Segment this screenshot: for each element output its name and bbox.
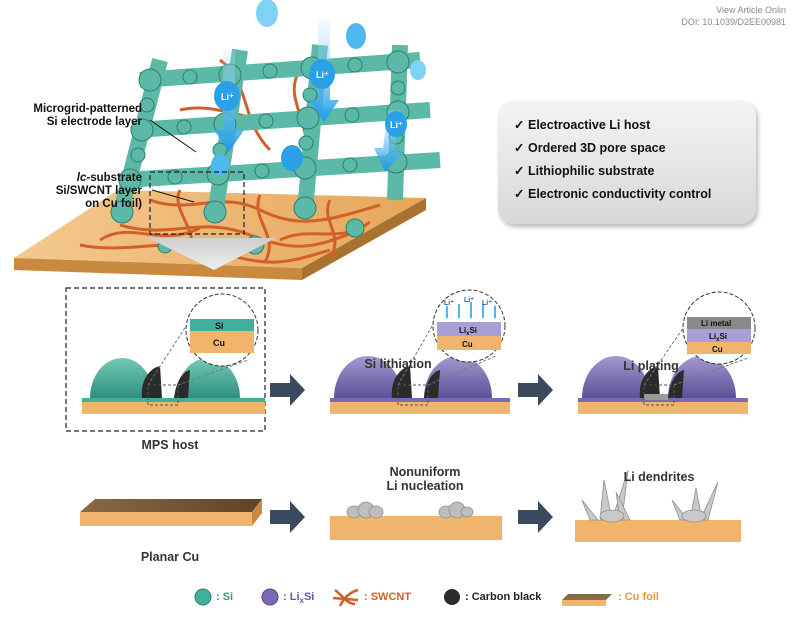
si-lithiation-panel: Li⁺ Li⁺ Li⁺ LixSi Cu bbox=[330, 289, 510, 414]
li-ion-drop bbox=[281, 145, 303, 171]
inset-si-label: Si bbox=[215, 321, 224, 331]
legend-swcnt-icon bbox=[332, 588, 359, 607]
microgrid-label-line1: Microgrid-patterned bbox=[33, 103, 142, 115]
li-ion-arrows: Li⁺ Li⁺ Li⁺ bbox=[211, 0, 426, 176]
si-dome bbox=[176, 358, 240, 398]
doi-text: DOI: 10.1039/D2EE00981 bbox=[681, 17, 786, 27]
nonuniform-panel bbox=[330, 501, 502, 540]
cu-foil-side bbox=[302, 198, 426, 280]
li-ion-drop bbox=[410, 60, 426, 80]
microgrid-label-line2: Si electrode layer bbox=[46, 116, 142, 128]
inset-li-plus: Li⁺ bbox=[464, 297, 474, 304]
dendrite-panel bbox=[575, 469, 741, 542]
inset-lixsi-label: LixSi bbox=[459, 326, 477, 337]
lc-label-line3: on Cu foil) bbox=[85, 198, 142, 210]
property-item: ✓Electroactive Li host bbox=[514, 114, 756, 137]
mps-host-label: MPS host bbox=[141, 438, 199, 452]
li-ion-drop bbox=[346, 23, 366, 49]
legend-lixsi-text: : LixSi bbox=[283, 591, 315, 606]
lc-label-line1: lc-substrate bbox=[76, 172, 142, 184]
properties-box: ✓Electroactive Li host ✓Ordered 3D pore … bbox=[498, 100, 756, 224]
inset-lixsi-label: LixSi bbox=[709, 332, 727, 343]
li-ion-label: Li⁺ bbox=[221, 92, 234, 102]
cu-foil bbox=[82, 400, 265, 414]
lixsi-dome bbox=[424, 356, 492, 398]
process-arrow bbox=[518, 501, 553, 533]
si-layer bbox=[82, 398, 265, 402]
planar-cu-label: Planar Cu bbox=[140, 550, 200, 564]
lc-label-line2: Si/SWCNT layer bbox=[55, 185, 142, 197]
properties-list: ✓Electroactive Li host ✓Ordered 3D pore … bbox=[498, 100, 756, 206]
microgrid-label: Microgrid-patterned Si electrode layer bbox=[0, 103, 142, 129]
nonuniform-nucleation-label: Nonuniform Li nucleation bbox=[365, 465, 485, 493]
nonuniform-line1: Nonuniform bbox=[389, 465, 461, 479]
legend-carbon-black-text: : Carbon black bbox=[465, 591, 542, 603]
cu-foil-front bbox=[14, 258, 302, 280]
legend-cu-foil-icon bbox=[562, 594, 612, 600]
property-item: ✓Ordered 3D pore space bbox=[514, 137, 756, 160]
li-dendrites-label: Li dendrites bbox=[623, 470, 695, 484]
legend-si-text: : Si bbox=[216, 591, 234, 603]
check-icon: ✓ bbox=[514, 187, 525, 201]
process-arrow bbox=[518, 374, 553, 406]
inset-li-plus: Li⁺ bbox=[444, 300, 454, 307]
carbon-black bbox=[174, 370, 190, 398]
legend-swcnt-text: : SWCNT bbox=[364, 591, 412, 603]
si-lithiation-label: Si lithiation bbox=[364, 357, 432, 371]
process-arrow bbox=[270, 501, 305, 533]
li-plating-panel: Li metal LixSi Cu bbox=[578, 291, 756, 414]
property-item: ✓Lithiophilic substrate bbox=[514, 160, 756, 183]
planar-cu-panel bbox=[80, 499, 262, 526]
legend-lixsi-icon bbox=[261, 588, 279, 606]
li-metal-layer bbox=[644, 394, 668, 400]
mps-host-panel: Si Cu bbox=[82, 293, 265, 414]
lc-substrate-label: lc-substrate Si/SWCNT layer on Cu foil) bbox=[0, 172, 142, 211]
legend-si-icon bbox=[194, 588, 212, 606]
legend-cu-foil-text: : Cu foil bbox=[618, 591, 659, 603]
li-ion-drop bbox=[214, 81, 240, 111]
inset-cu-label: Cu bbox=[712, 345, 723, 354]
legend-swatches bbox=[194, 588, 612, 607]
li-ion-drop bbox=[256, 0, 278, 27]
check-icon: ✓ bbox=[514, 118, 525, 132]
process-arrow bbox=[270, 374, 305, 406]
li-ion-label: Li⁺ bbox=[390, 120, 403, 130]
li-plating-label: Li plating bbox=[623, 359, 679, 373]
zoom-box bbox=[149, 171, 245, 235]
inset-li-metal-label: Li metal bbox=[701, 319, 731, 328]
article-header: View Article Onlin DOI: 10.1039/D2EE0098… bbox=[681, 4, 786, 28]
li-ion-drop bbox=[309, 59, 335, 89]
zoom-funnel bbox=[148, 238, 276, 270]
legend-carbon-black-icon bbox=[444, 589, 460, 605]
callout-line bbox=[149, 119, 197, 153]
mps-host-box bbox=[65, 287, 266, 432]
lixsi-dome bbox=[334, 356, 402, 398]
carbon-black bbox=[141, 366, 162, 398]
li-ion-drop bbox=[211, 154, 229, 176]
li-ion-label: Li⁺ bbox=[316, 70, 329, 80]
li-dendrites bbox=[581, 469, 719, 523]
inset-cu-label: Cu bbox=[213, 338, 225, 348]
si-dome bbox=[90, 358, 154, 398]
property-item: ✓Electronic conductivity control bbox=[514, 183, 756, 206]
inset-cu-label: Cu bbox=[462, 340, 473, 349]
inset-li-plus: Li⁺ bbox=[482, 300, 492, 307]
inset-target bbox=[147, 384, 179, 406]
li-nuclei bbox=[346, 501, 474, 519]
check-icon: ✓ bbox=[514, 164, 525, 178]
view-article-link[interactable]: View Article Onlin bbox=[716, 5, 786, 15]
li-ion-drop bbox=[385, 111, 407, 137]
nonuniform-line2: Li nucleation bbox=[386, 479, 464, 493]
callout-line bbox=[151, 189, 195, 203]
check-icon: ✓ bbox=[514, 141, 525, 155]
